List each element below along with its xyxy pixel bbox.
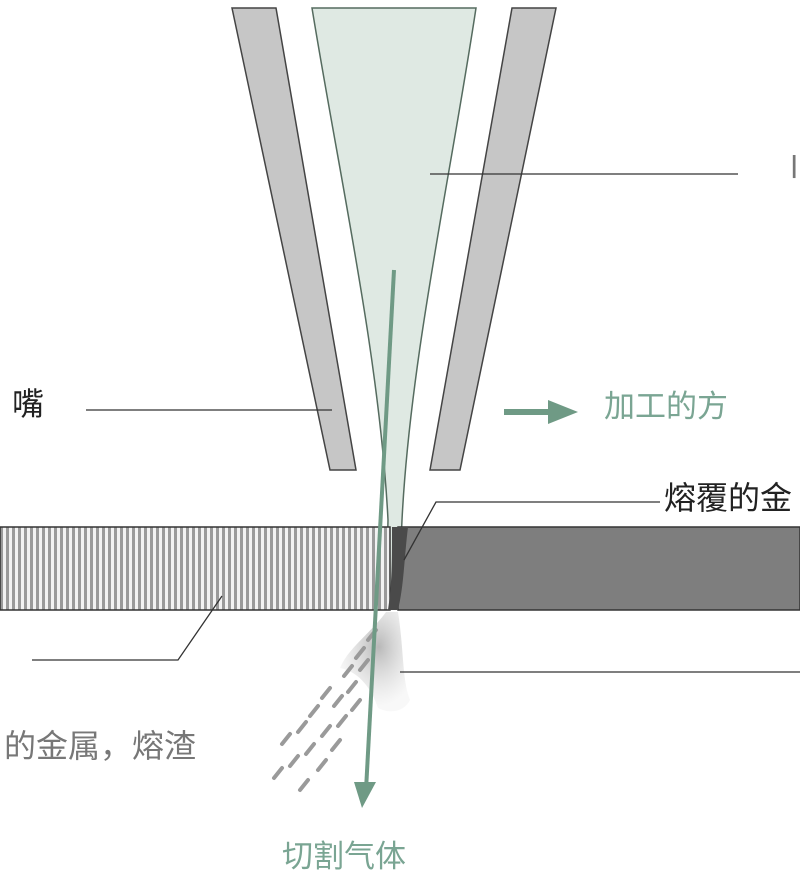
gas-flow-arrow: [354, 269, 396, 808]
laser-beam: [311, 7, 477, 609]
molten-front: [388, 527, 408, 610]
slag-cloud: [340, 612, 410, 712]
leader-lines: [32, 173, 800, 673]
label-process-direction: 加工的方: [604, 389, 728, 425]
nozzle-left-wall: [231, 7, 357, 471]
label-beam-edge: l: [790, 151, 799, 186]
label-molten-metal: 熔覆的金: [664, 479, 793, 517]
direction-arrow: [504, 400, 578, 424]
workpiece-kerf-surface: [0, 526, 391, 611]
label-slag: 的金属，熔渣: [4, 727, 197, 765]
nozzle-right-wall: [429, 7, 557, 471]
label-cutting-gas: 切割气体: [282, 839, 406, 875]
label-nozzle: 嘴: [12, 385, 45, 423]
slag-spatter: [272, 628, 378, 792]
workpiece-plate: [397, 526, 800, 611]
